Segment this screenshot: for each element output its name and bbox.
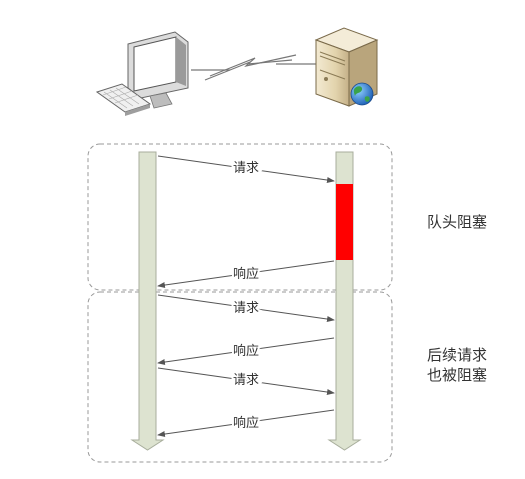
request-label: 请求	[233, 161, 259, 176]
response-label: 响应	[233, 343, 259, 359]
client-lifeline	[130, 151, 165, 451]
lightning-link-icon	[191, 54, 316, 81]
request-message-1: 请求	[157, 155, 335, 183]
response-message-2: 响应	[157, 337, 335, 365]
subsequent-group-box	[87, 291, 393, 463]
request-label: 请求	[233, 301, 259, 316]
server-globe-icon	[314, 27, 379, 107]
request-message-3: 请求	[157, 367, 335, 395]
blocking-group-box	[87, 143, 393, 291]
blocked-processing-block	[336, 184, 353, 260]
head-of-line-blocking-annotation: 队头阻塞	[427, 213, 487, 231]
request-label: 请求	[233, 373, 259, 388]
response-message-1: 响应	[157, 260, 335, 288]
response-label: 响应	[233, 266, 259, 282]
response-label: 响应	[233, 415, 259, 431]
subsequent-requests-annotation-line2: 也被阻塞	[427, 366, 487, 384]
subsequent-requests-annotation-line1: 后续请求	[427, 346, 487, 364]
request-message-2: 请求	[157, 294, 335, 322]
response-message-3: 响应	[157, 409, 335, 437]
desktop-computer-icon	[95, 31, 189, 116]
